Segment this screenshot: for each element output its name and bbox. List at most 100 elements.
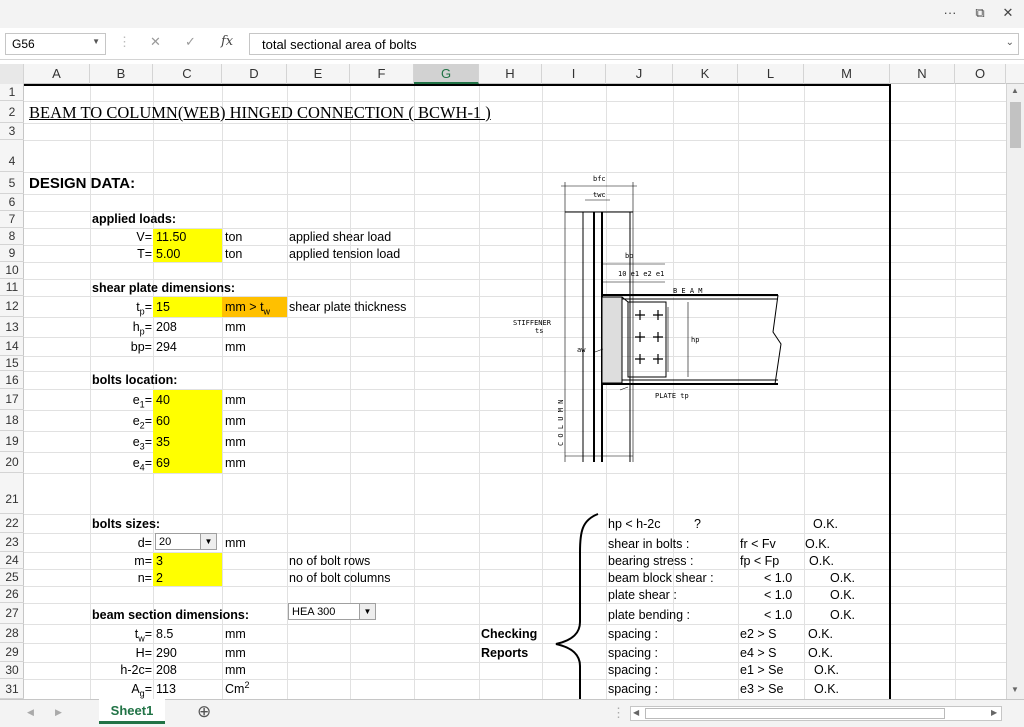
bolt-diameter-dropdown[interactable]: 20▼ [155,533,217,550]
chevron-down-icon[interactable]: ⌄ [1005,37,1014,48]
check-label[interactable]: spacing : [608,682,659,696]
cancel-icon[interactable]: ✕ [150,34,161,49]
horizontal-scrollbar[interactable]: ◀ ▶ [630,706,1002,721]
check-result[interactable]: O.K. [809,554,835,568]
check-condition[interactable]: < 1.0 [764,571,793,585]
enter-icon[interactable]: ✓ [185,34,196,49]
row-header[interactable]: 30 [0,662,24,679]
row-header[interactable]: 5 [0,172,24,194]
close-icon[interactable]: ✕ [1002,5,1014,20]
row-header[interactable]: 7 [0,211,24,228]
v-value[interactable]: 11.50 [156,230,187,244]
ag-value[interactable]: 113 [156,682,176,696]
check-result[interactable]: O.K. [808,627,834,641]
check-condition[interactable]: ? [694,517,701,531]
tab-sheet1[interactable]: Sheet1 [99,699,165,724]
row-header[interactable]: 14 [0,337,24,356]
check-label[interactable]: beam block shear : [608,571,714,585]
row-header[interactable]: 2 [0,101,24,123]
column-header[interactable]: F [350,64,414,84]
check-condition[interactable]: e2 > S [740,627,777,641]
column-header[interactable]: A [24,64,90,84]
row-header[interactable]: 12 [0,296,24,317]
row-header[interactable]: 17 [0,389,24,410]
design-data-heading[interactable]: DESIGN DATA: [29,175,136,192]
check-condition[interactable]: fr < Fv [740,537,776,551]
function-icon[interactable]: fx [221,34,234,49]
tp-value[interactable]: 15 [156,300,170,314]
row-header[interactable]: 21 [0,473,24,514]
row-header[interactable]: 3 [0,123,24,140]
column-header[interactable]: N [890,64,955,84]
column-header[interactable]: G [414,64,479,84]
reports-label[interactable]: Reports [481,646,529,660]
check-condition[interactable]: fp < Fp [740,554,780,568]
scrollbar-thumb[interactable] [1010,102,1021,148]
beam-section-heading[interactable]: beam section dimensions: [92,608,249,622]
row-header[interactable]: 10 [0,262,24,279]
chevron-down-icon[interactable]: ▼ [359,604,375,619]
check-result[interactable]: O.K. [813,517,839,531]
check-condition[interactable]: e3 > Se [740,682,784,696]
check-result[interactable]: O.K. [830,588,856,602]
checking-label[interactable]: Checking [481,627,538,641]
row-header[interactable]: 18 [0,410,24,431]
column-header[interactable]: B [90,64,153,84]
check-label[interactable]: hp < h-2c [608,517,661,531]
row-header[interactable]: 19 [0,431,24,452]
column-header[interactable]: L [738,64,804,84]
add-sheet-icon[interactable]: ⊕ [197,702,212,721]
row-header[interactable]: 23 [0,533,24,552]
check-condition[interactable]: < 1.0 [764,588,793,602]
e3-value[interactable]: 35 [156,435,170,449]
shear-plate-heading[interactable]: shear plate dimensions: [92,281,236,295]
row-header[interactable]: 26 [0,586,24,603]
column-header[interactable]: D [222,64,287,84]
check-label[interactable]: plate shear : [608,588,677,602]
e2-value[interactable]: 60 [156,414,170,428]
e4-value[interactable]: 69 [156,456,170,470]
column-header[interactable]: I [542,64,606,84]
beam-section-dropdown[interactable]: HEA 300▼ [288,603,376,620]
check-result[interactable]: O.K. [830,608,856,622]
check-condition[interactable]: e1 > Se [740,663,784,677]
check-condition[interactable]: < 1.0 [764,608,793,622]
chevron-down-icon[interactable]: ▼ [200,534,216,549]
check-label[interactable]: spacing : [608,646,659,660]
scroll-down-icon[interactable]: ▼ [1011,685,1019,694]
previous-sheet-icon[interactable]: ◀ [27,707,34,717]
check-label[interactable]: spacing : [608,627,659,641]
chevron-down-icon[interactable]: ▼ [92,37,100,46]
more-options-icon[interactable]: ··· [943,5,957,20]
row-header[interactable]: 31 [0,679,24,699]
h2c-value[interactable]: 208 [156,663,177,677]
n-value[interactable]: 2 [156,571,163,585]
row-header[interactable]: 4 [0,140,24,172]
scroll-right-icon[interactable]: ▶ [991,708,998,717]
next-sheet-icon[interactable]: ▶ [55,707,62,717]
column-header[interactable]: H [479,64,542,84]
check-label[interactable]: bearing stress : [608,554,694,568]
sheet-title[interactable]: BEAM TO COLUMN(WEB) HINGED CONNECTION ( … [29,103,491,122]
row-header[interactable]: 27 [0,603,24,624]
check-result[interactable]: O.K. [830,571,856,585]
column-header[interactable]: E [287,64,350,84]
bolts-location-heading[interactable]: bolts location: [92,373,178,387]
column-header[interactable]: O [955,64,1006,84]
row-header[interactable]: 20 [0,452,24,473]
row-header[interactable]: 22 [0,514,24,533]
check-label[interactable]: shear in bolts : [608,537,690,551]
t-value[interactable]: 5.00 [156,247,181,261]
applied-loads-heading[interactable]: applied loads: [92,212,177,226]
scrollbar-thumb[interactable] [645,708,945,719]
column-header[interactable]: M [804,64,890,84]
name-box[interactable]: G56▼ [5,33,106,55]
row-header[interactable]: 11 [0,279,24,296]
row-header[interactable]: 15 [0,356,24,371]
check-result[interactable]: O.K. [805,537,831,551]
row-header[interactable]: 1 [0,84,24,101]
select-all-button[interactable] [0,64,24,84]
row-header[interactable]: 28 [0,624,24,643]
bp-value[interactable]: 294 [156,340,177,354]
check-result[interactable]: O.K. [808,646,834,660]
